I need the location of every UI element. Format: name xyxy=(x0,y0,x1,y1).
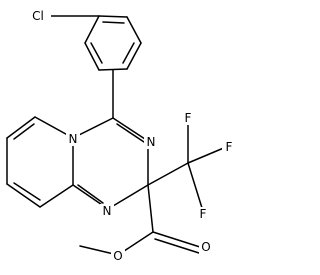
fluorine-atom-label-top: F xyxy=(185,111,192,125)
bond xyxy=(122,42,135,64)
bond xyxy=(13,123,35,140)
triazine-nitrogen-upper-label: N xyxy=(147,135,156,149)
bond xyxy=(152,231,201,248)
bond xyxy=(112,117,149,142)
fluorine-atom-label-right: F xyxy=(226,140,233,154)
chlorophenyl-ring xyxy=(84,15,142,71)
bond xyxy=(13,182,41,201)
bond xyxy=(102,21,125,24)
bond xyxy=(147,162,189,186)
bond xyxy=(90,42,103,64)
bond xyxy=(98,15,128,18)
bond xyxy=(187,162,203,209)
bond xyxy=(107,184,149,210)
molecule-structure: Cl N N N F F F O O xyxy=(6,6,236,263)
fluorine-atom-label-bottom: F xyxy=(200,207,207,221)
atom-labels: Cl N N N F F F O O xyxy=(27,6,236,263)
carbonyl-oxygen-label: O xyxy=(201,240,210,254)
bond xyxy=(126,42,142,70)
bond xyxy=(6,183,41,208)
bond xyxy=(116,123,145,143)
methyl-ester-group xyxy=(79,184,201,256)
ester-oxygen-label: O xyxy=(113,249,122,263)
bond xyxy=(154,238,200,254)
bond xyxy=(147,184,154,233)
bond xyxy=(187,146,227,164)
trifluoromethyl-group xyxy=(147,119,227,209)
chlorine-atom-label: Cl xyxy=(32,9,44,23)
bond xyxy=(77,184,104,204)
bond xyxy=(126,16,142,44)
ring-nitrogen-label: N xyxy=(69,132,78,146)
bond xyxy=(84,15,100,44)
triazine-nitrogen-lower-label: N xyxy=(103,204,112,218)
bond xyxy=(84,42,100,71)
bond xyxy=(39,184,74,208)
bond xyxy=(6,116,36,139)
